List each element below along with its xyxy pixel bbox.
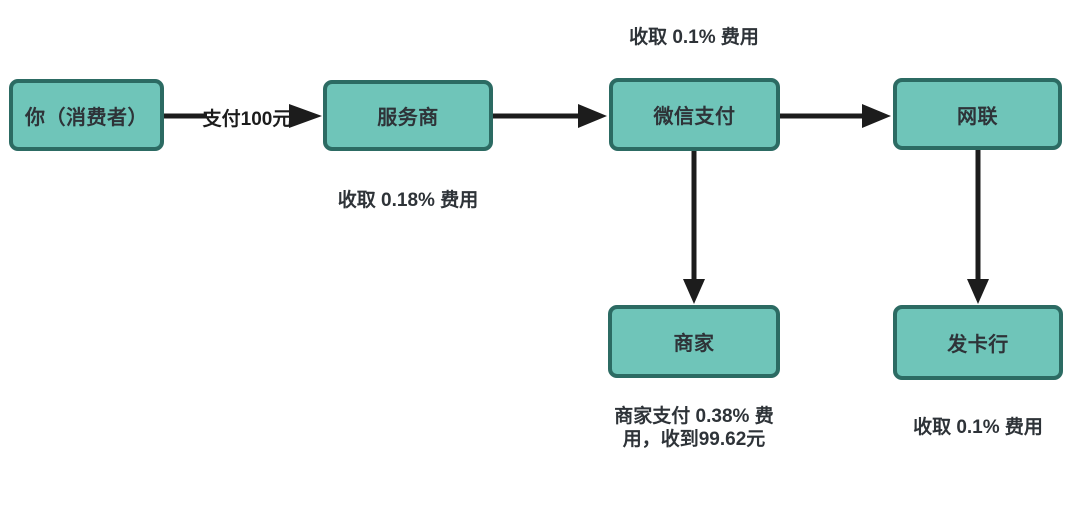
node-issuing-bank-label: 发卡行 [947,334,1009,356]
arrow-service-provider-to-wechat-pay [493,104,607,128]
note-issuing-bank-fee: 收取 0.1% 费用 [913,417,1043,438]
arrow-wechat-pay-to-merchant [683,151,705,304]
note-merchant-fee: 商家支付 0.38% 费 用，收到99.62元 [614,406,774,450]
node-consumer-label: 你（消费者） [25,106,148,129]
node-merchant-label: 商家 [673,333,715,355]
node-merchant: 商家 [608,305,780,378]
arrow-netsunion-to-issuing-bank [967,150,989,304]
node-consumer: 你（消费者） [9,79,164,151]
node-service-provider: 服务商 [323,80,493,151]
node-netsunion-label: 网联 [957,105,998,128]
node-netsunion: 网联 [893,78,1062,150]
node-wechat-pay: 微信支付 [609,78,780,151]
node-service-provider-label: 服务商 [377,107,439,129]
node-issuing-bank: 发卡行 [893,305,1063,380]
note-service-provider-fee: 收取 0.18% 费用 [337,190,479,211]
note-wechat-pay-fee: 收取 0.1% 费用 [629,27,759,48]
edge-label-pay-100-yuan: 支付100元 [202,109,292,130]
node-wechat-pay-label: 微信支付 [653,106,736,128]
arrow-wechat-pay-to-netsunion [780,104,891,128]
